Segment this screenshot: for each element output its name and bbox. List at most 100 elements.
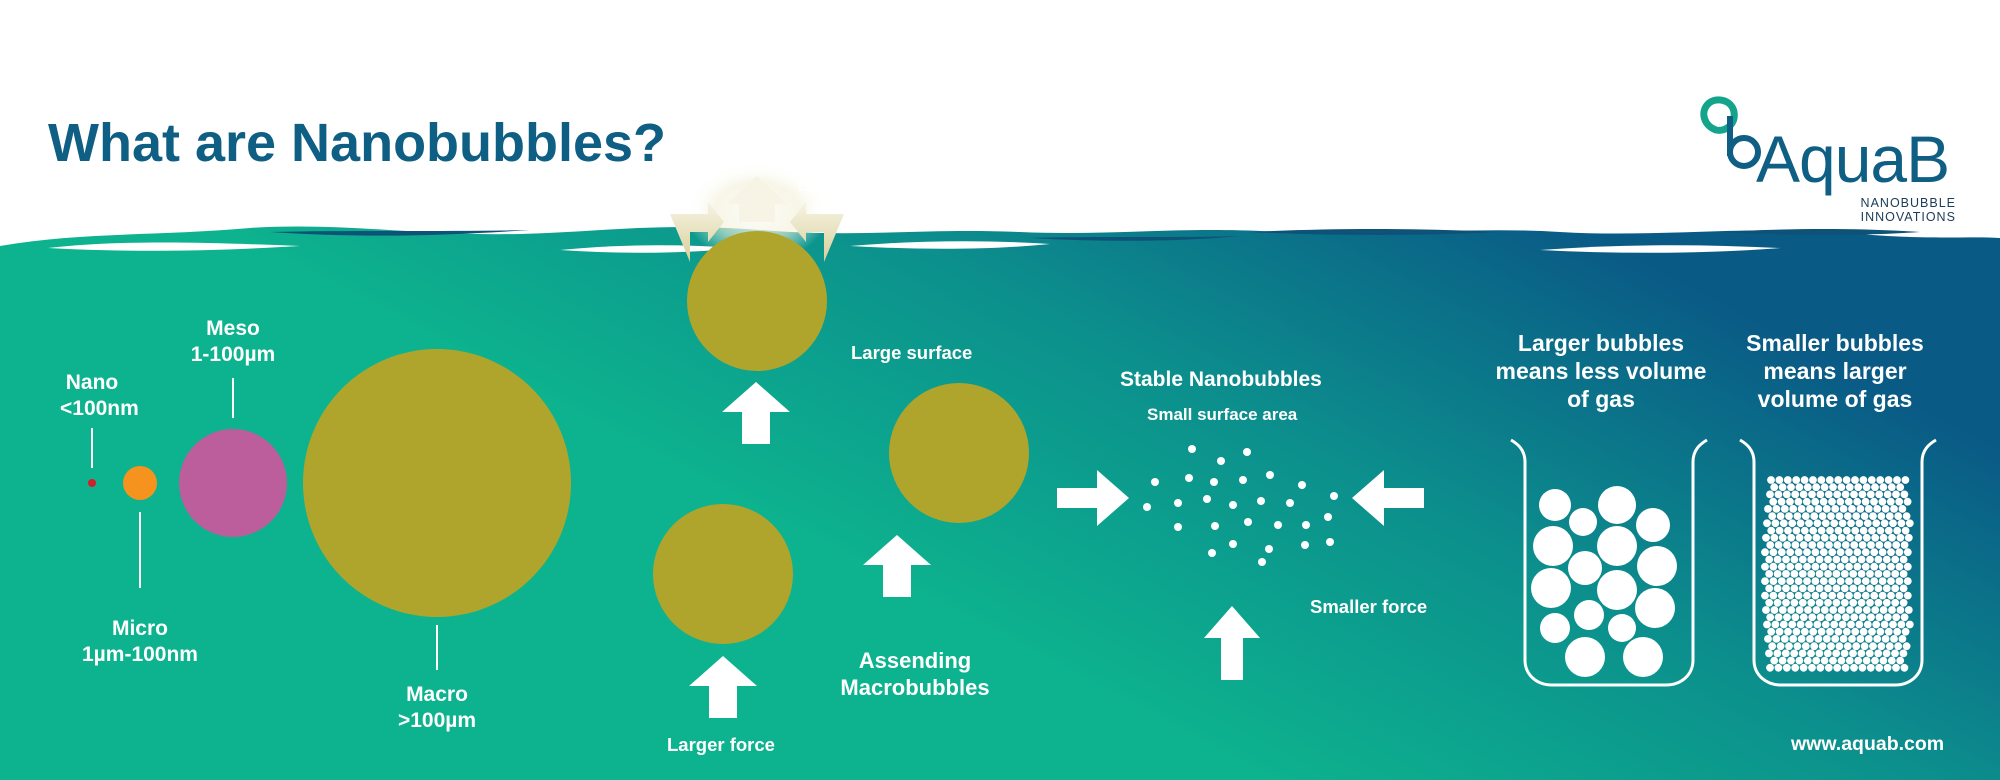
small-bubble [1887,548,1895,557]
small-bubble [1808,541,1817,549]
small-bubble [1778,483,1787,492]
small-bubble [1836,577,1845,585]
small-bubble [1819,591,1828,600]
small-bubble [1820,533,1829,542]
small-bubble [1868,627,1876,636]
small-bubble [1835,642,1844,651]
small-bubble [1787,656,1795,665]
small-bubble [1899,584,1908,593]
small-bubble [1878,562,1887,571]
small-bubble [1764,635,1772,643]
small-bubble [1861,548,1870,557]
small-bubble [1832,584,1841,593]
small-bubble [1773,555,1782,564]
small-bubble [1872,519,1881,528]
small-bubble [1887,656,1896,665]
website-link[interactable]: www.aquab.com [1791,733,1945,755]
small-bubble [1761,562,1769,571]
small-bubble [1783,541,1791,549]
small-bubble [1874,598,1883,607]
small-bubble [1842,476,1851,484]
small-bubble [1794,497,1803,506]
small-bubble [1866,570,1874,578]
small-bubble [1795,533,1804,542]
small-bubble [1866,598,1874,607]
small-bubble [1799,541,1808,549]
small-bubble [1845,656,1854,665]
small-bubble [1815,570,1824,578]
small-bubble [1894,642,1903,651]
small-bubble [1891,555,1900,564]
small-bubble [1810,512,1819,520]
up-arrow-icon [722,382,790,444]
small-bubble [1765,649,1773,658]
small-bubble [1786,591,1795,600]
small-bubble [1850,490,1858,499]
small-bubble [1761,591,1769,600]
small-bubble [1896,483,1905,492]
small-bubble [1775,627,1784,636]
small-bubble [1806,635,1814,643]
small-bubble [1847,519,1855,528]
small-bubble [1866,584,1874,593]
small-bubble [1764,505,1772,513]
small-bubble [1857,598,1866,607]
small-bubble [1860,512,1869,520]
small-bubble [1879,606,1888,614]
small-bubble [1871,606,1880,614]
small-bubble [1786,497,1794,506]
small-bubble [1893,476,1901,484]
small-bubble [1854,533,1863,542]
small-bubble [1878,591,1887,600]
small-bubble [1777,591,1786,600]
small-bubble [1766,613,1775,622]
small-bubble [1878,497,1887,506]
small-bubble [1793,642,1802,651]
small-bubble [1840,570,1849,578]
small-bubble [1804,533,1812,542]
small-bubble [1878,577,1887,585]
small-bubble [1830,519,1839,528]
small-bubble [1796,519,1805,528]
small-bubble [1899,649,1908,658]
small-bubble [1849,555,1858,564]
small-bubble [1808,663,1816,672]
small-bubble [1874,584,1883,593]
small-bubble [1862,533,1871,542]
small-bubble [1777,577,1786,585]
small-bubble [1856,505,1865,513]
small-bubble [1803,562,1811,571]
small-bubble [1799,663,1808,672]
small-bubble [1808,613,1817,622]
small-bubble [1897,519,1906,528]
small-bubble [1825,541,1833,549]
small-bubble [1822,635,1831,643]
small-bubble [1812,533,1821,542]
small-bubble [1804,606,1812,614]
small-bubble [1872,620,1881,629]
small-bubble [1892,613,1901,622]
small-bubble [1812,483,1821,492]
small-bubble [1766,541,1775,549]
small-bubble [1832,598,1841,607]
beaker-icon [1739,438,1937,687]
small-bubble [1837,606,1846,614]
small-bubble [1774,490,1783,499]
small-bubble [1824,490,1833,499]
small-bubble [1829,606,1838,614]
small-bubble [1763,620,1771,629]
small-bubble [1890,505,1898,513]
small-bubble [1761,548,1769,557]
small-bubble [1799,490,1808,499]
small-bubble [1895,497,1904,506]
small-bubble [1837,483,1846,492]
small-bubble [1777,497,1786,506]
small-bubble [1816,663,1825,672]
small-bubble [1813,519,1822,528]
small-bubble [1894,512,1903,520]
small-bubble [1782,584,1790,593]
small-bubble [1777,562,1786,571]
small-bubble [1794,577,1803,585]
small-bubble [1902,512,1911,520]
